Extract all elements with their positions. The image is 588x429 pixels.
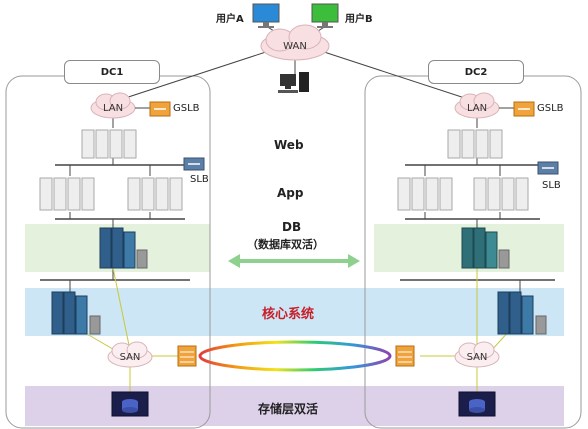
dc2-san-cloud-icon — [454, 341, 500, 368]
user-b-label: 用户B — [345, 14, 373, 25]
dc2-core-server-icon — [497, 291, 547, 335]
dc2-san-label: SAN — [466, 351, 488, 363]
wan-to-dc1-link — [112, 49, 273, 103]
db-tier-note: （数据库双活） — [247, 238, 324, 251]
user-a-monitor-icon — [252, 3, 280, 28]
user-b-monitor-icon — [311, 3, 339, 28]
dc1-storage-gateway-icon — [177, 345, 197, 367]
dc1-lan-cloud-icon — [90, 92, 136, 119]
dc1-lan-label: LAN — [102, 102, 124, 114]
dc1-gslb-device-icon — [135, 101, 171, 117]
dc1-slb-device-icon — [183, 157, 205, 171]
dc1-web-servers-icon — [81, 129, 137, 159]
dc1-title: DC1 — [64, 60, 160, 84]
db-tier-label: DB — [282, 220, 302, 234]
storage-sync-link — [198, 340, 392, 372]
dc2-slb-label: SLB — [542, 180, 561, 191]
dc2-db-server-icon — [461, 227, 510, 269]
dc2-app-servers-icon — [397, 177, 529, 211]
dc2-slb-device-icon — [537, 161, 559, 175]
wan-label: WAN — [283, 40, 307, 52]
core-system-label: 核心系统 — [262, 307, 315, 322]
core-system-band — [25, 288, 564, 336]
dc2-lan-label: LAN — [466, 102, 488, 114]
dc2-storage-gateway-icon — [395, 345, 415, 367]
dc1-slb-label: SLB — [190, 174, 209, 185]
dc1-storage-array-icon — [111, 391, 149, 417]
dc2-lan-cloud-icon — [454, 92, 500, 119]
dc1-gslb-label: GSLB — [173, 103, 200, 114]
web-tier-label: Web — [274, 138, 304, 152]
dc1-san-label: SAN — [119, 351, 141, 363]
workstation-icon — [278, 72, 309, 93]
db-sync-arrow — [228, 254, 360, 268]
wan-to-dc2-link — [317, 49, 478, 103]
user-a-label: 用户A — [216, 14, 244, 25]
dc2-web-servers-icon — [447, 129, 503, 159]
dc2-title: DC2 — [428, 60, 524, 84]
dc1-core-server-icon — [51, 291, 101, 335]
dc2-storage-array-icon — [458, 391, 496, 417]
dc1-db-server-icon — [99, 227, 148, 269]
dc2-gslb-device-icon — [499, 101, 535, 117]
storage-tier-label: 存储层双活 — [258, 402, 319, 416]
dc2-gslb-label: GSLB — [537, 103, 564, 114]
app-tier-label: App — [277, 186, 304, 200]
dc1-san-cloud-icon — [107, 341, 153, 368]
wan-cloud-icon — [260, 24, 330, 61]
dc1-app-servers-icon — [39, 177, 183, 211]
